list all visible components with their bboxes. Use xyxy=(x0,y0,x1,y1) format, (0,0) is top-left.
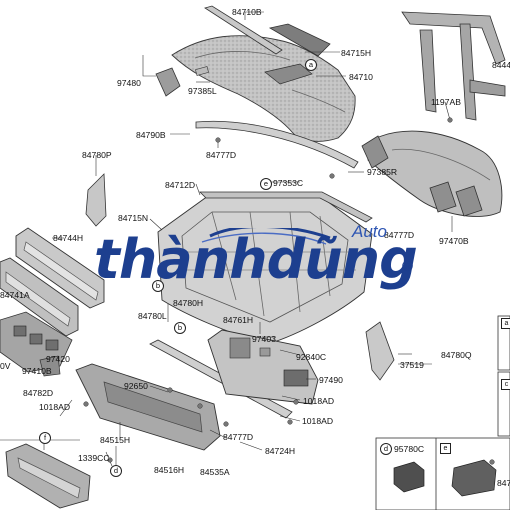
part-label-84780P: 84780P xyxy=(82,150,112,160)
watermark-logo: thànhdũng Auto ® xyxy=(90,222,420,298)
part-label-92650: 92650 xyxy=(124,381,148,391)
part-label-1018AD-left: 1018AD xyxy=(39,402,71,412)
part-label-84780L: 84780L xyxy=(138,311,167,321)
part-label-95780C: 95780C xyxy=(394,444,425,454)
part-label-1339CC: 1339CC xyxy=(78,453,110,463)
part-label-37519: 37519 xyxy=(400,360,424,370)
part-label-97353C: 97353C xyxy=(273,178,304,188)
part-label-97385L: 97385L xyxy=(188,86,217,96)
part-label-84782D: 84782D xyxy=(23,388,54,398)
callout-a: a xyxy=(305,59,317,71)
panel-tag-e: e xyxy=(440,443,451,454)
part-label-0V: 0V xyxy=(0,361,11,371)
part-label-1018AD-right: 1018AD xyxy=(303,396,335,406)
part-label-84780Q: 84780Q xyxy=(441,350,472,360)
part-label-84535A: 84535A xyxy=(200,467,230,477)
part-label-84712D: 84712D xyxy=(165,180,196,190)
part-label-84715H: 84715H xyxy=(341,48,372,58)
connector-847 xyxy=(451,459,497,497)
part-label-84744H: 84744H xyxy=(53,233,84,243)
part-label-84516H: 84516H xyxy=(154,465,185,475)
part-label-84515H: 84515H xyxy=(100,435,131,445)
top-trim-strip xyxy=(204,5,283,55)
panel-tag-a: a xyxy=(501,318,510,329)
part-label-84777D-mid: 84777D xyxy=(384,230,415,240)
part-label-84780H: 84780H xyxy=(173,298,204,308)
watermark-text: thànhdũng xyxy=(94,228,418,291)
part-label-97470B: 97470B xyxy=(439,236,469,246)
registered-mark: ® xyxy=(402,258,414,275)
part-label-97480: 97480 xyxy=(117,78,141,88)
part-label-84761H: 84761H xyxy=(223,315,254,325)
watermark-auto: Auto xyxy=(352,222,387,241)
carrier-top-bar xyxy=(199,191,373,223)
callout-e: e xyxy=(260,178,272,190)
part-label-1018AD-bottom: 1018AD xyxy=(302,416,334,426)
glove-box-housing xyxy=(75,363,221,451)
part-label-84777D-bottom: 84777D xyxy=(223,432,254,442)
center-fascia xyxy=(207,329,319,405)
panel-tag-c: c xyxy=(501,379,510,390)
callout-b-left: b xyxy=(152,280,164,292)
part-label-84741A: 84741A xyxy=(0,290,30,300)
left-side-cover xyxy=(85,173,107,227)
part-label-97385R: 97385R xyxy=(367,167,398,177)
part-label-84724H: 84724H xyxy=(265,446,296,456)
air-duct-assembly xyxy=(361,130,503,217)
part-label-97490: 97490 xyxy=(319,375,343,385)
part-label-84777D: 84777D xyxy=(206,150,237,160)
callout-d: d xyxy=(110,465,122,477)
part-label-847: 847 xyxy=(497,478,510,488)
part-label-84715N: 84715N xyxy=(118,213,149,223)
part-label-84710: 84710 xyxy=(349,72,373,82)
callout-b-right: b xyxy=(174,322,186,334)
side-vent-left xyxy=(155,67,181,97)
part-label-97420: 97420 xyxy=(46,354,70,364)
callout-f: f xyxy=(39,432,51,444)
part-label-97403: 97403 xyxy=(252,334,276,344)
part-label-92840C: 92840C xyxy=(296,352,327,362)
part-label-1197AB: 1197AB xyxy=(431,97,461,107)
part-label-84790B: 84790B xyxy=(136,130,166,140)
switch-cluster xyxy=(0,311,73,377)
cluster-bezel xyxy=(0,227,105,337)
dash-trim-long xyxy=(195,120,359,169)
glove-box-lid xyxy=(5,443,91,509)
watermark-swoosh xyxy=(201,228,331,245)
part-label-84710B: 84710B xyxy=(232,7,262,17)
cowl-cross-bar xyxy=(401,11,506,121)
panel-tag-d: d xyxy=(380,443,392,455)
part-label-8444: 8444 xyxy=(492,60,510,70)
fastener-dots xyxy=(83,117,453,463)
defroster-cover xyxy=(268,23,331,57)
right-side-cover xyxy=(365,321,395,381)
connector-95780c xyxy=(393,461,425,493)
part-label-97410B: 97410B xyxy=(22,366,52,376)
